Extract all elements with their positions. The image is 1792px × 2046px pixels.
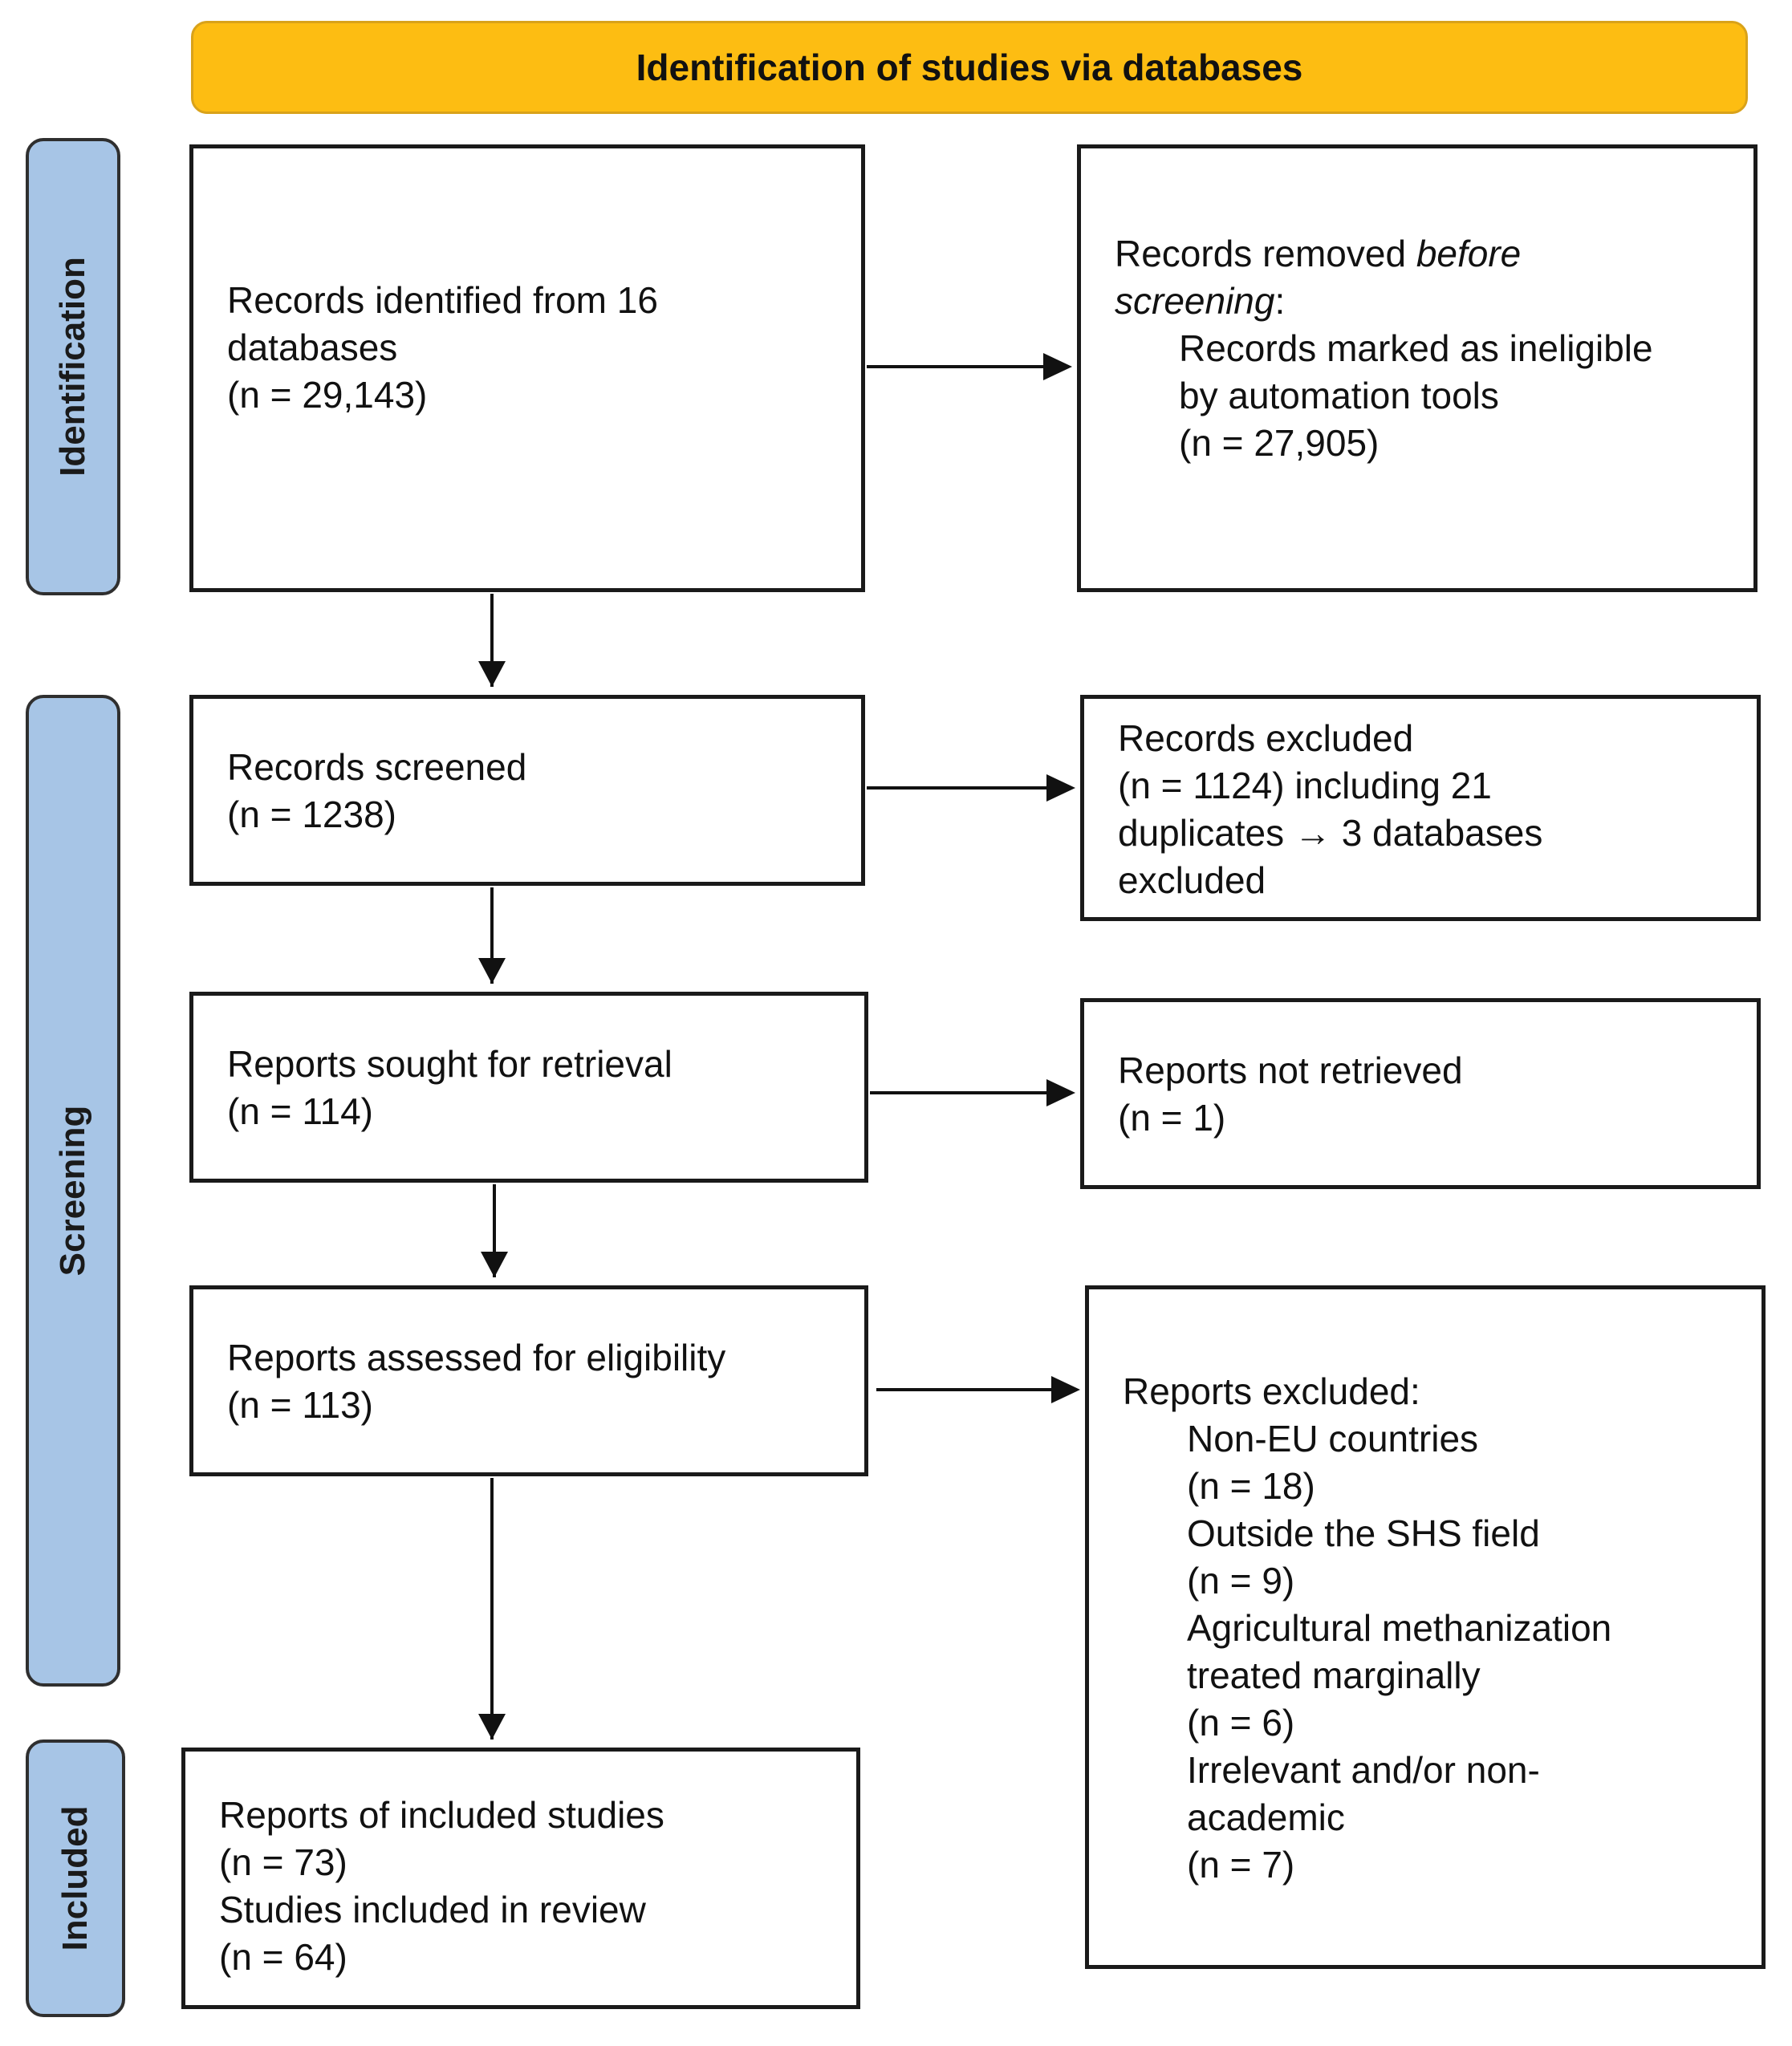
reports-excluded-item-5: Agricultural methanization [1187, 1607, 1612, 1649]
records-identified-line-1: Records identified from 16 [227, 279, 658, 321]
records-removed-item-1: Records marked as ineligible [1179, 327, 1653, 369]
records-removed-item-2: by automation tools [1179, 375, 1499, 416]
reports-assessed-label: Reports assessed for eligibility [227, 1337, 726, 1378]
records-removed-heading: Records removed before [1115, 230, 1653, 278]
records-identified-box: Records identified from 16 databases (n … [189, 144, 865, 592]
reports-assessed-box: Reports assessed for eligibility (n = 11… [189, 1285, 868, 1476]
included-studies-box: Reports of included studies (n = 73) Stu… [181, 1748, 860, 2009]
records-removed-heading-cont: screening: [1115, 278, 1653, 325]
reports-excluded-item-6: treated marginally [1187, 1654, 1481, 1696]
records-excluded-box: Records excluded (n = 1124) including 21… [1080, 695, 1761, 921]
included-studies-line-1: Reports of included studies [219, 1794, 664, 1836]
reports-assessed-count: (n = 113) [227, 1384, 373, 1426]
arrowhead-right-3 [1046, 1079, 1075, 1106]
reports-not-retrieved-box: Reports not retrieved (n = 1) [1080, 998, 1761, 1189]
arrowhead-down-2 [478, 958, 506, 984]
reports-sought-count: (n = 114) [227, 1090, 373, 1132]
stage-screening: Screening [26, 695, 120, 1687]
arrowhead-down-4 [478, 1714, 506, 1740]
records-removed-count: (n = 27,905) [1179, 422, 1380, 464]
reports-excluded-item-9: academic [1187, 1796, 1345, 1838]
records-screened-label: Records screened [227, 746, 527, 788]
reports-not-retrieved-count: (n = 1) [1118, 1097, 1226, 1139]
records-identified-line-2: databases [227, 327, 398, 368]
stage-identification: Identification [26, 138, 120, 595]
reports-excluded-item-2: (n = 18) [1187, 1465, 1315, 1507]
records-removed-heading-em1: before [1416, 233, 1522, 274]
header-title: Identification of studies via databases [636, 47, 1303, 88]
arrowhead-right-1 [1043, 353, 1072, 380]
arrowhead-right-2 [1046, 774, 1075, 802]
arrowhead-down-3 [481, 1252, 508, 1277]
included-studies-line-2: (n = 73) [219, 1841, 347, 1883]
reports-excluded-item-1: Non-EU countries [1187, 1418, 1479, 1459]
stage-included: Included [26, 1740, 125, 2017]
records-removed-heading-pre: Records removed [1115, 233, 1416, 274]
records-excluded-line-4: excluded [1118, 859, 1266, 901]
reports-excluded-item-4: (n = 9) [1187, 1560, 1295, 1601]
records-excluded-line-2: (n = 1124) including 21 [1118, 765, 1492, 806]
included-studies-line-4: (n = 64) [219, 1936, 347, 1978]
included-studies-line-3: Studies included in review [219, 1889, 646, 1930]
reports-sought-box: Reports sought for retrieval (n = 114) [189, 992, 868, 1183]
reports-excluded-box: Reports excluded: Non-EU countries (n = … [1085, 1285, 1766, 1969]
records-removed-heading-em2: screening [1115, 280, 1275, 322]
reports-excluded-item-3: Outside the SHS field [1187, 1512, 1540, 1554]
arrowhead-right-4 [1051, 1376, 1080, 1403]
reports-excluded-item-10: (n = 7) [1187, 1844, 1295, 1886]
header-banner: Identification of studies via databases [191, 21, 1748, 114]
records-excluded-line-1: Records excluded [1118, 717, 1414, 759]
reports-excluded-item-8: Irrelevant and/or non- [1187, 1749, 1540, 1791]
arrowhead-down-1 [478, 661, 506, 687]
reports-sought-label: Reports sought for retrieval [227, 1043, 673, 1085]
reports-excluded-heading: Reports excluded: [1123, 1370, 1420, 1412]
records-removed-box: Records removed before screening: Record… [1077, 144, 1757, 592]
records-screened-box: Records screened (n = 1238) [189, 695, 865, 886]
records-screened-count: (n = 1238) [227, 794, 396, 835]
reports-not-retrieved-label: Reports not retrieved [1118, 1049, 1463, 1091]
records-excluded-line-3: duplicates → 3 databases [1118, 812, 1543, 854]
records-removed-heading-post: : [1274, 280, 1286, 322]
reports-excluded-item-7: (n = 6) [1187, 1702, 1295, 1744]
records-identified-count: (n = 29,143) [227, 374, 428, 416]
